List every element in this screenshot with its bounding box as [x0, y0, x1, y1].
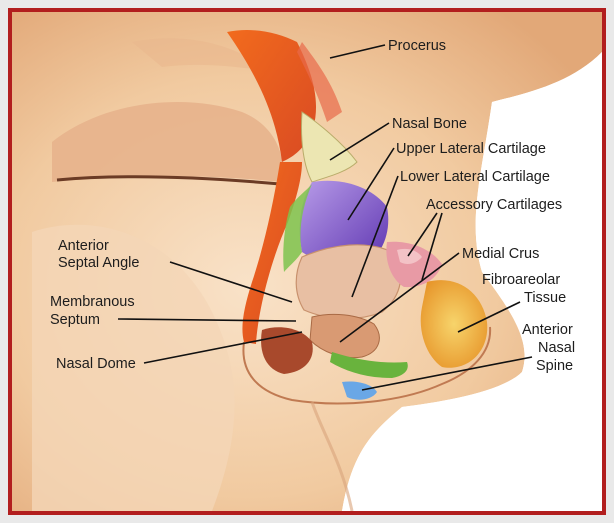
label-tissue: Tissue: [524, 290, 566, 306]
label-septum: Septum: [50, 312, 100, 328]
figure-frame: Procerus Nasal Bone Upper Lateral Cartil…: [8, 8, 606, 515]
label-anterior-septal-2: Septal Angle: [58, 255, 139, 271]
label-membranous: Membranous: [50, 294, 135, 310]
label-accessory-cartilages: Accessory Cartilages: [426, 197, 562, 213]
label-medial-crus: Medial Crus: [462, 246, 539, 262]
label-upper-lateral-cartilage: Upper Lateral Cartilage: [396, 141, 546, 157]
label-lower-lateral-cartilage: Lower Lateral Cartilage: [400, 169, 550, 185]
label-procerus: Procerus: [388, 38, 446, 54]
label-anterior-spine-2: Nasal: [538, 340, 575, 356]
label-anterior-spine-3: Spine: [536, 358, 573, 374]
label-fibroareolar: Fibroareolar: [482, 272, 560, 288]
label-nasal-bone: Nasal Bone: [392, 116, 467, 132]
label-anterior-septal-1: Anterior: [58, 238, 109, 254]
label-anterior-spine-1: Anterior: [522, 322, 573, 338]
nose-anatomy-illustration: Procerus Nasal Bone Upper Lateral Cartil…: [12, 12, 602, 511]
label-nasal-dome: Nasal Dome: [56, 356, 136, 372]
